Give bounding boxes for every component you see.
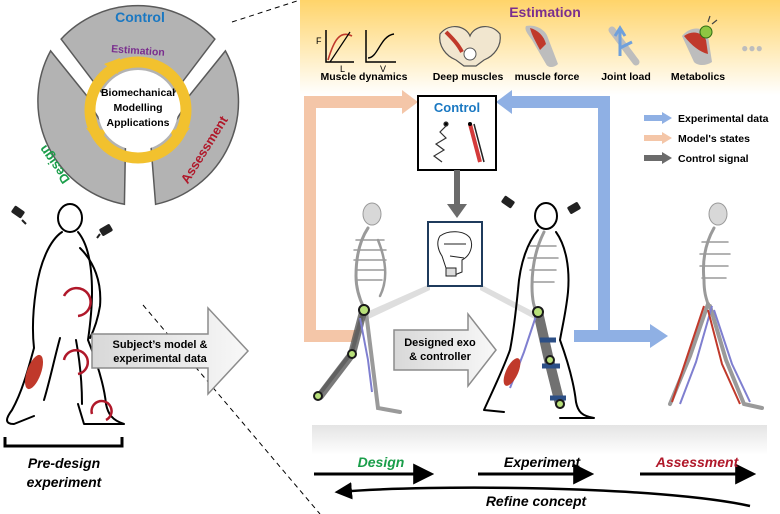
design-exo-frame (313, 304, 373, 401)
subject-model-line-2: experimental data (113, 353, 207, 365)
experiment-ankle-joint (555, 399, 565, 409)
camera-icon-exp-right (567, 202, 581, 214)
graph-label-f: F (316, 36, 322, 46)
experiment-hip-joint (532, 306, 544, 318)
legend: Experimental data Model's states Control… (644, 112, 769, 165)
experiment-exo-frame (503, 306, 566, 409)
wheel-center-line-3: Applications (106, 117, 169, 129)
dashed-connector-top (231, 0, 301, 23)
experiment-stage-label: Experiment (504, 454, 582, 470)
walker-head (57, 203, 83, 233)
estimation-item-muscle-dynamics: Muscle dynamics (321, 71, 408, 83)
assessment-stage-label: Assessment (655, 454, 740, 470)
estimation-title: Estimation (509, 4, 581, 20)
estimation-item-metabolics: Metabolics (671, 71, 725, 83)
hip-rotation-arrow (62, 286, 92, 318)
wheel-center-line-2: Modelling (114, 102, 163, 114)
muscle-dynamics-graph-icon: F L V (316, 30, 396, 74)
model-states-arrow (304, 96, 404, 342)
refine-concept-label: Refine concept (486, 493, 588, 509)
pre-design-label-line-2: experiment (27, 474, 103, 490)
pre-design-muscles (24, 286, 113, 422)
experiment-skeleton (527, 230, 559, 318)
estimation-item-muscle-force: muscle force (515, 71, 580, 83)
control-box-title: Control (434, 100, 480, 115)
floor (312, 425, 767, 455)
ring-arrowhead-right (170, 128, 190, 146)
design-knee-joint (347, 349, 357, 359)
camera-icon-right (96, 224, 113, 239)
experiment-knee-joint (545, 355, 555, 365)
subject-model-line-1: Subject’s model & (113, 339, 208, 351)
experimental-data-arrowhead-right (650, 324, 668, 348)
camera-icon-exp-left (501, 195, 515, 209)
thigh-muscle-icon (525, 25, 558, 67)
walker-inner-leg (43, 337, 83, 405)
pre-design-walker (6, 203, 125, 425)
control-signal-arrowhead (447, 204, 467, 218)
wheel-ring (84, 56, 192, 164)
wheel-estimation-label: Estimation (111, 43, 165, 59)
calf-muscle (24, 354, 44, 390)
design-hip-joint (358, 304, 370, 316)
metabolics-icon (682, 15, 718, 65)
ankle-rotation-arrow (90, 399, 113, 422)
legend-label-experimental: Experimental data (678, 113, 769, 125)
designed-exo-arrow (393, 311, 497, 389)
walker-back (77, 231, 125, 425)
wheel-control-label: Control (115, 9, 165, 25)
wheel-center-line-1: Biomechanical (101, 87, 175, 99)
wheel: Biomechanical Modelling Applications Est… (36, 4, 240, 206)
designed-exo-line-2: & controller (409, 351, 471, 363)
legend-label-model: Model's states (678, 133, 750, 145)
pre-design-label-line-1: Pre-design (28, 455, 100, 471)
walker-body (6, 231, 63, 425)
estimation-more-dots: ●●● (741, 41, 763, 55)
estimation-item-joint-load: Joint load (601, 71, 651, 83)
pelvis-icon (439, 26, 501, 67)
legend-label-control: Control signal (678, 153, 749, 165)
exo-leg-icon (468, 122, 485, 163)
exo-projection-cone (358, 284, 540, 324)
model-states-arrowhead (402, 90, 418, 114)
exo-device-icon (437, 231, 473, 277)
wheel-center (98, 70, 178, 150)
ring-arrowhead-left (86, 128, 106, 146)
experimental-data-arrowhead-top (496, 90, 512, 114)
assessment-skeleton (668, 202, 764, 410)
subject-model-arrow (91, 306, 250, 396)
joint-load-icon (608, 25, 640, 66)
experiment-walker (483, 202, 595, 419)
spring-leg-icon (432, 121, 449, 163)
designed-exo-line-1: Designed exo (404, 337, 476, 349)
experimental-data-arrow (510, 96, 610, 336)
design-stage-label: Design (358, 454, 405, 470)
assessment-muscles (671, 305, 751, 405)
pre-design-bracket (3, 437, 124, 448)
estimation-item-deep-muscles: Deep muscles (433, 71, 504, 83)
camera-icon-left (11, 205, 27, 225)
refine-concept-arrow (334, 482, 751, 508)
ring-arrowhead-top (104, 58, 120, 74)
knee-rotation-arrow (62, 348, 90, 376)
graph-label-l: L (340, 64, 345, 74)
experiment-calf-muscle (503, 358, 521, 386)
graph-label-v: V (380, 64, 386, 74)
design-ankle-joint (313, 391, 323, 401)
walker-arm (79, 247, 102, 339)
